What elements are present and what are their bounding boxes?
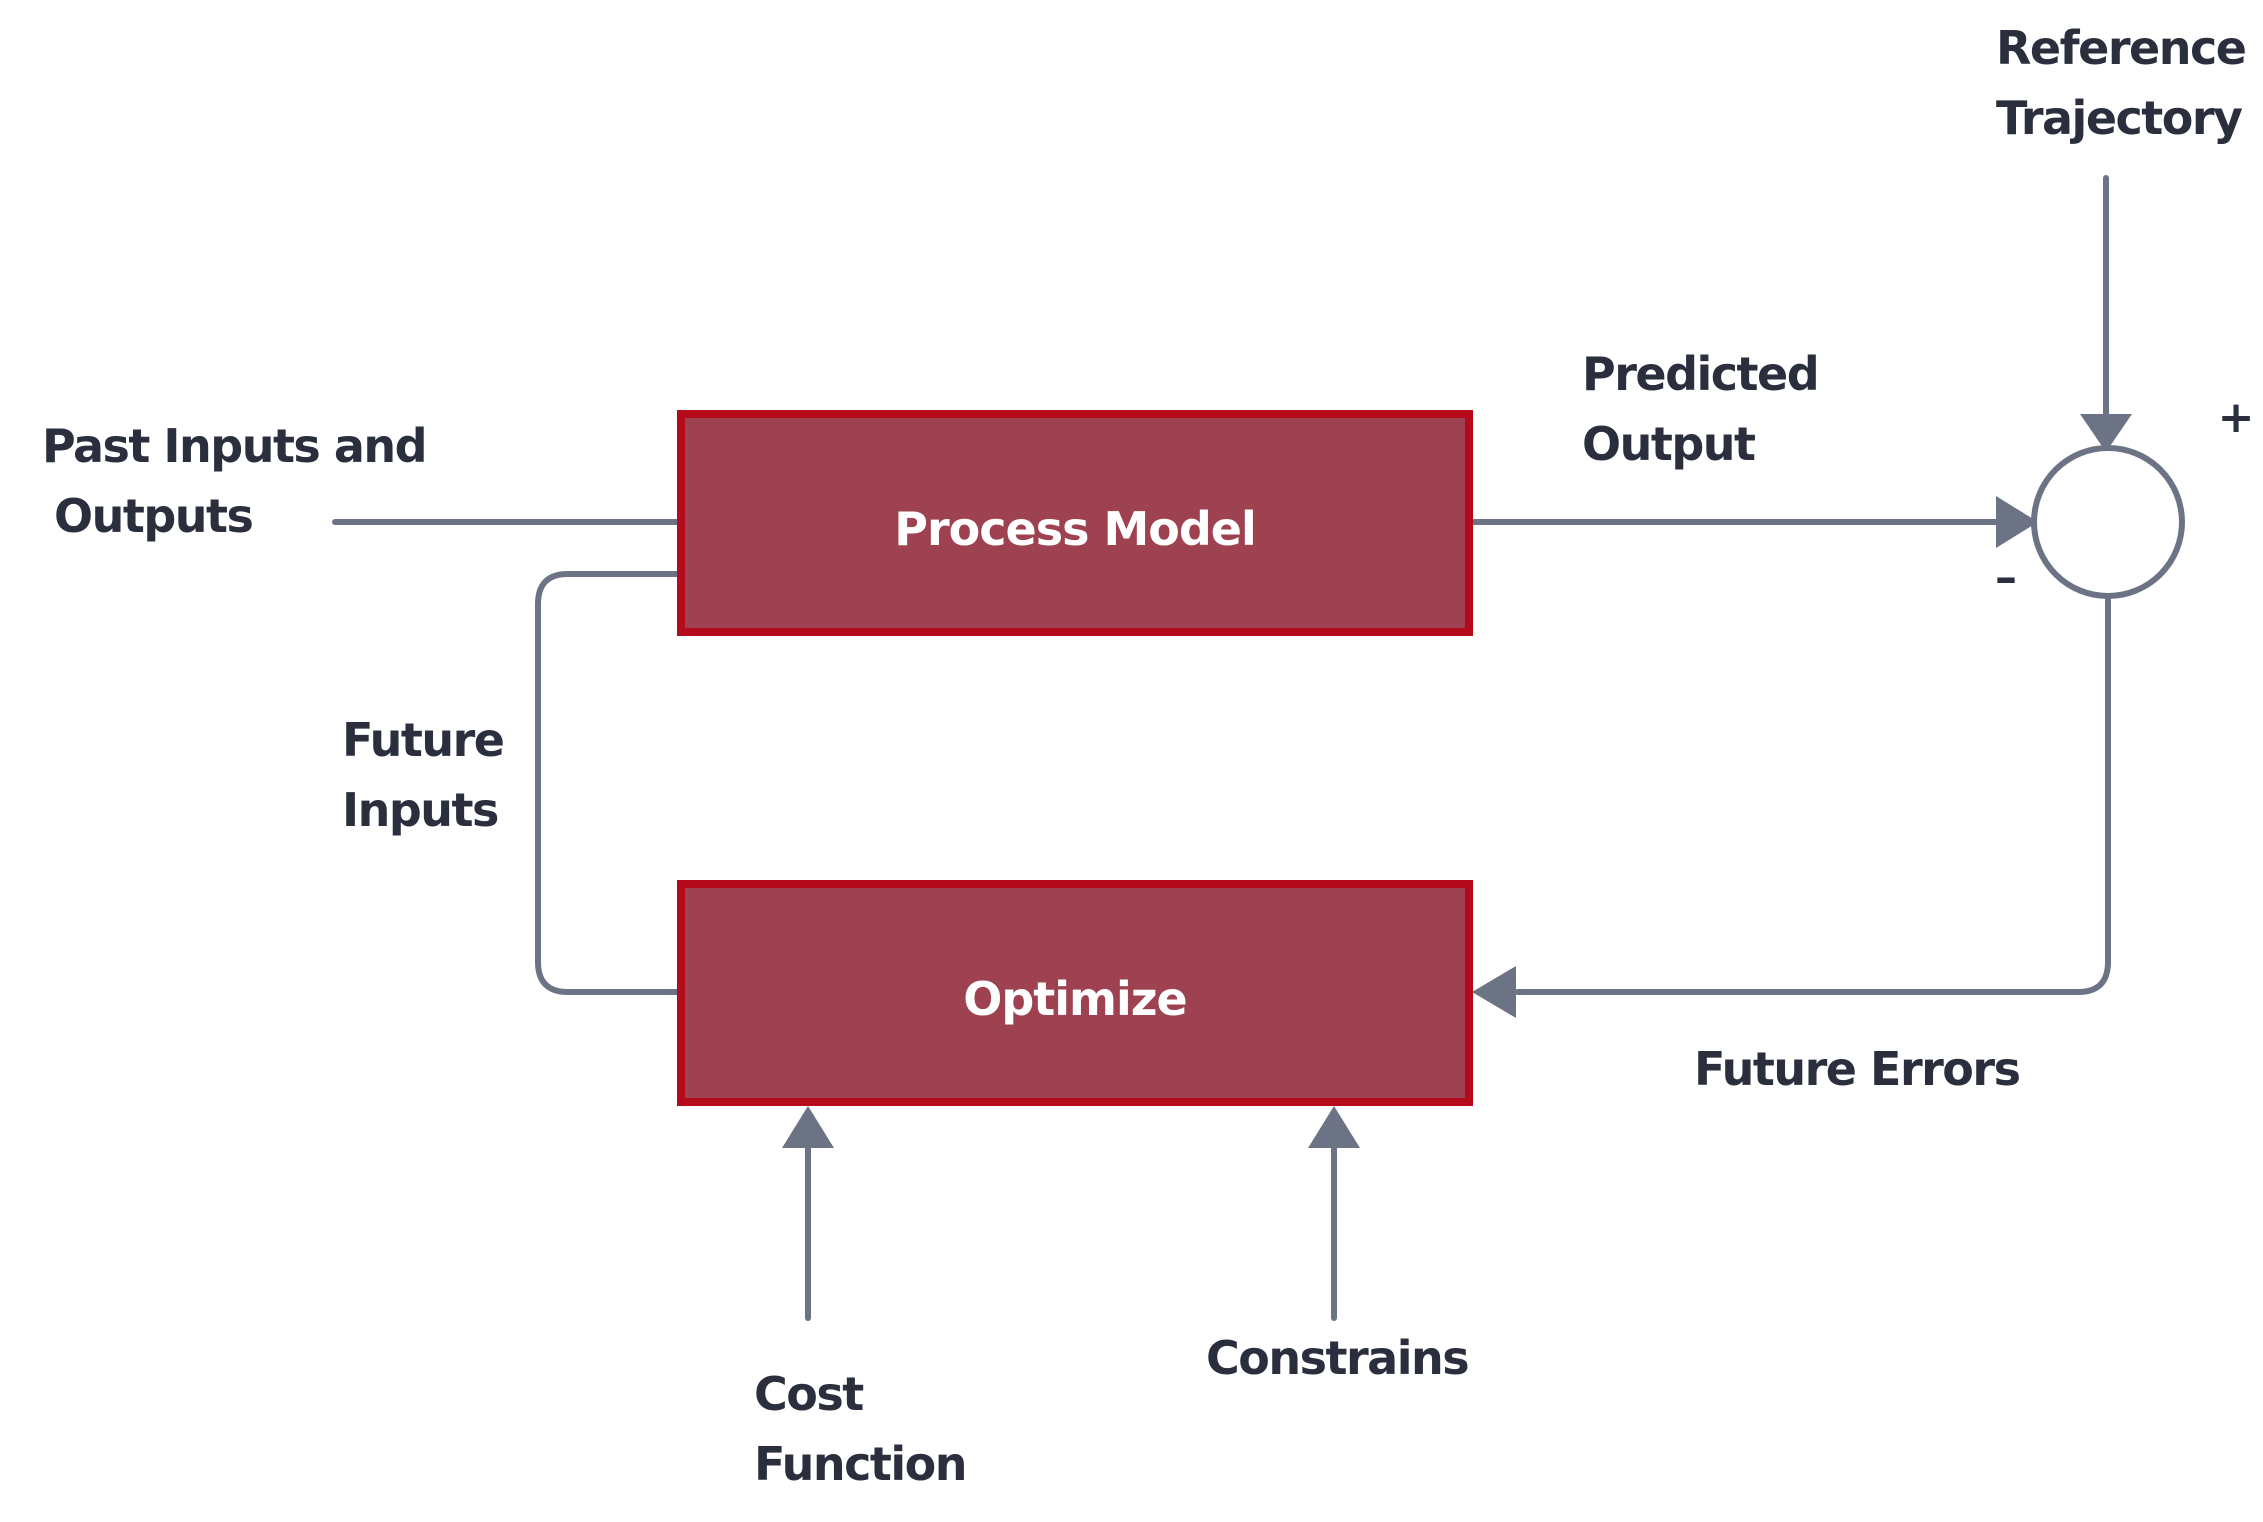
optimize-block: Optimize <box>677 880 1473 1106</box>
future-inputs-label-line-2: Inputs <box>342 783 498 837</box>
process-model-box <box>677 410 1473 636</box>
optimize-box <box>677 880 1473 1106</box>
reference-trajectory-label-line-1: Reference <box>1996 21 2245 75</box>
past-inputs-label-line-2: Outputs <box>54 489 253 543</box>
predicted-output-arrowhead <box>1996 496 2038 548</box>
future-errors-arrowhead <box>1472 966 1516 1018</box>
predicted-output-label: Predicted Output <box>1582 347 1833 471</box>
connectors <box>332 175 2111 1321</box>
future-errors-line <box>1515 597 2111 995</box>
reference-trajectory-arrowhead <box>2080 414 2132 452</box>
plus-sign: + <box>2218 392 2255 443</box>
process-model-block: Process Model <box>677 410 1473 636</box>
optimize-label: Optimize <box>963 972 1186 1026</box>
future-errors-label: Future Errors <box>1694 1042 2020 1096</box>
labels: Past Inputs and Outputs Predicted Output… <box>42 21 2260 1491</box>
future-inputs-label: Future Inputs <box>342 713 518 837</box>
cost-function-label-line-2: Function <box>754 1437 966 1491</box>
reference-trajectory-label-line-2: Trajectory <box>1996 91 2243 145</box>
cost-function-label: Cost Function <box>754 1367 966 1491</box>
past-inputs-label: Past Inputs and Outputs <box>42 419 441 543</box>
minus-sign: – <box>1995 552 2017 603</box>
process-model-label: Process Model <box>894 502 1256 556</box>
future-inputs-label-line-1: Future <box>342 713 504 767</box>
reference-trajectory-label: Reference Trajectory <box>1996 21 2260 145</box>
summing-junction-circle <box>2031 445 2185 599</box>
past-inputs-label-line-1: Past Inputs and <box>42 419 426 473</box>
cost-function-label-line-1: Cost <box>754 1367 863 1421</box>
future-inputs-loop-line <box>535 571 681 995</box>
constrains-label: Constrains <box>1206 1331 1468 1385</box>
predicted-output-label-line-2: Output <box>1582 417 1755 471</box>
summing-junction: + – <box>1995 392 2254 603</box>
constrains-arrowhead <box>1308 1106 1360 1148</box>
predicted-output-label-line-1: Predicted <box>1582 347 1818 401</box>
arrowheads <box>782 414 2132 1148</box>
cost-function-arrowhead <box>782 1106 834 1148</box>
